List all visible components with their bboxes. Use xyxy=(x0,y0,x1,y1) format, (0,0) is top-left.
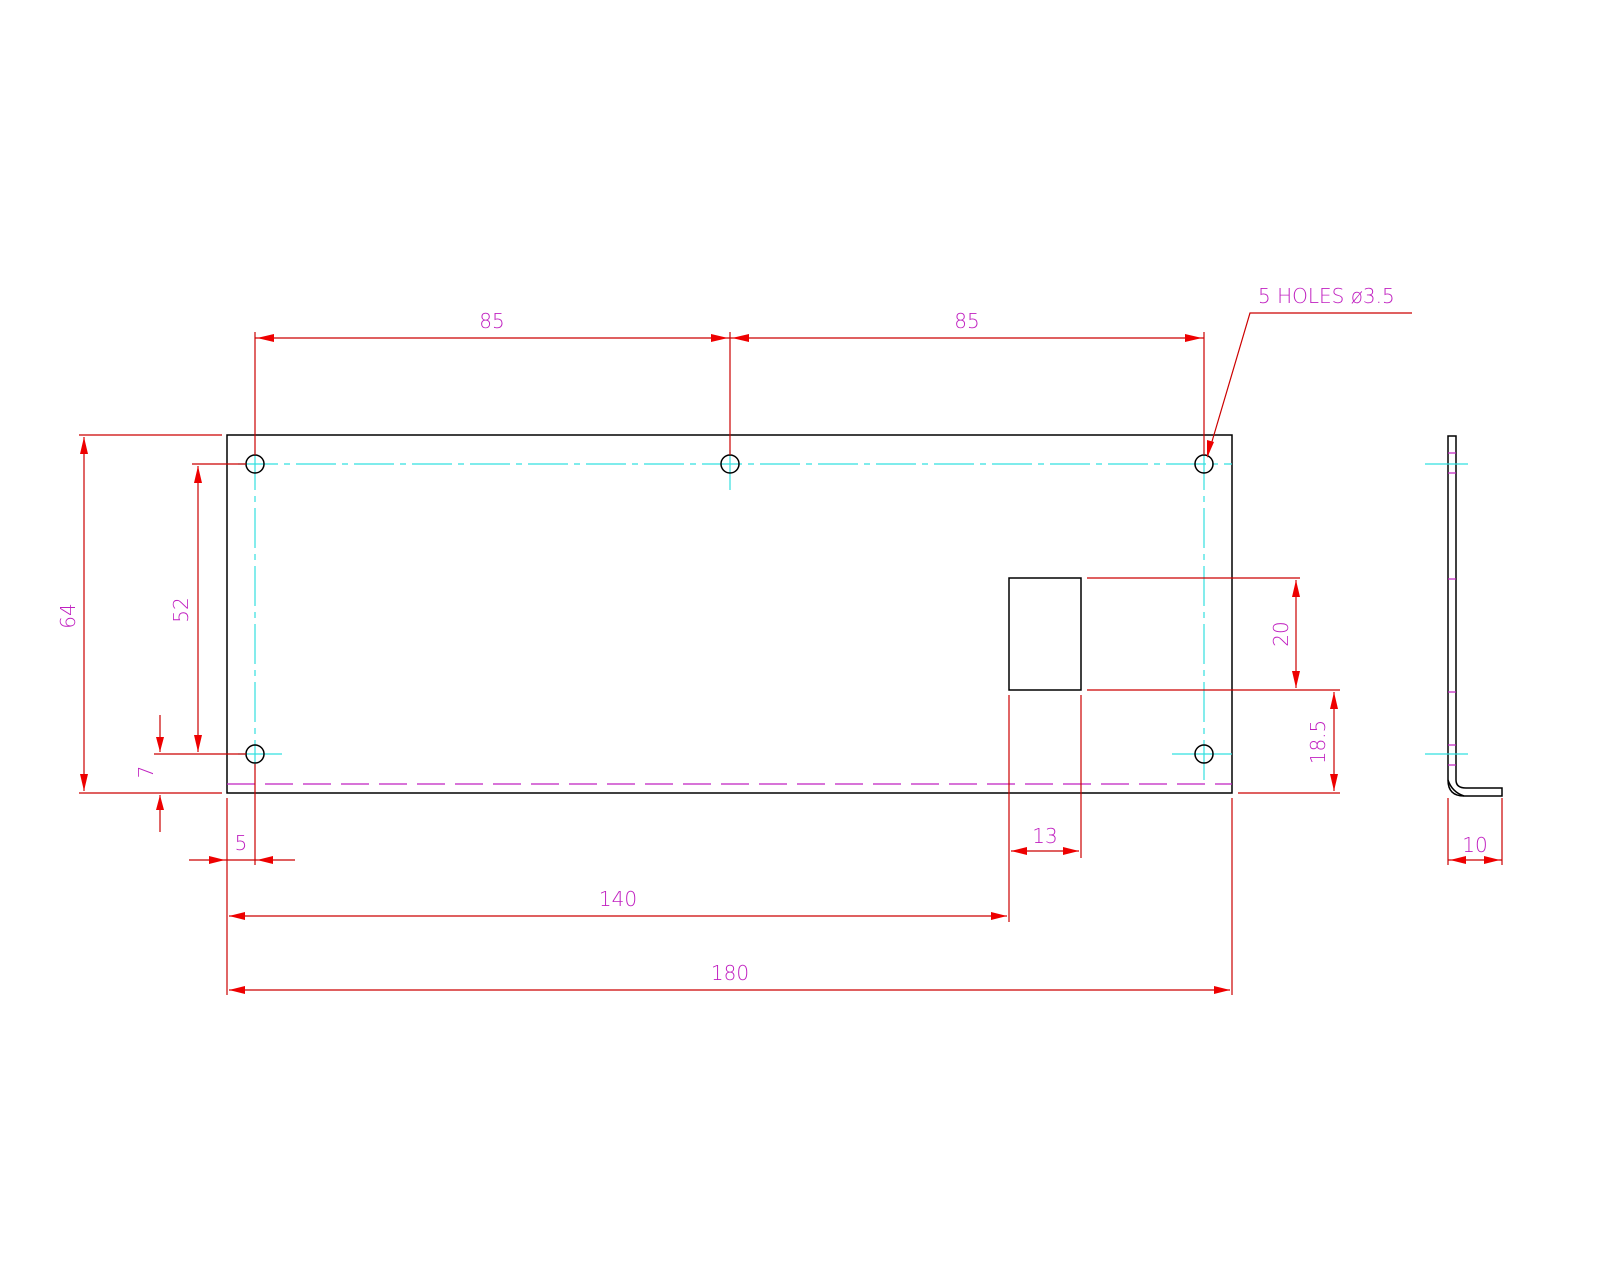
hole-bottom-right xyxy=(1194,744,1214,764)
side-view: 10 xyxy=(1425,435,1503,865)
side-inner-bend xyxy=(1447,779,1465,797)
note-leader xyxy=(1207,312,1412,456)
arrow xyxy=(229,912,245,920)
arrow xyxy=(257,856,273,864)
dim-cutout-left-position: 140 xyxy=(599,887,637,911)
dim-hole-bottom-offset: 7 xyxy=(134,766,158,779)
arrow xyxy=(732,334,749,342)
dim-flange-depth: 10 xyxy=(1462,833,1487,857)
arrow xyxy=(1214,986,1230,994)
arrow xyxy=(257,334,274,342)
arrow xyxy=(80,774,88,791)
dim-cutout-width: 13 xyxy=(1032,824,1057,848)
dim-cutout-height: 20 xyxy=(1269,621,1293,646)
arrow xyxy=(1185,334,1202,342)
arrow xyxy=(1330,692,1338,709)
dim-hole-vertical-spacing: 52 xyxy=(169,597,193,622)
arrow xyxy=(156,795,164,810)
arrow xyxy=(229,986,245,994)
arrow xyxy=(1330,774,1338,791)
rectangular-cutout xyxy=(1008,577,1082,691)
holes-note: 5 HOLES ø3.5 xyxy=(1258,284,1395,308)
dim-hole-pitch-right: 85 xyxy=(954,309,979,333)
dim-overall-height: 64 xyxy=(56,603,80,628)
dim-cutout-bottom-offset: 18.5 xyxy=(1306,720,1330,765)
dim-hole-left-offset: 5 xyxy=(235,831,248,855)
arrow xyxy=(1484,856,1500,864)
side-profile xyxy=(1447,435,1503,797)
arrow xyxy=(80,437,88,454)
arrow xyxy=(156,737,164,752)
arrow xyxy=(1450,856,1466,864)
arrow xyxy=(1207,440,1214,458)
arrow xyxy=(711,334,728,342)
arrow xyxy=(1292,580,1300,597)
arrow xyxy=(194,735,202,752)
arrow xyxy=(1011,847,1027,855)
dimensions: 85 85 5 HOLES ø3.5 64 52 7 5 xyxy=(56,284,1412,995)
arrow xyxy=(209,856,225,864)
arrow xyxy=(194,466,202,483)
arrow xyxy=(991,912,1007,920)
dim-overall-width: 180 xyxy=(711,961,749,985)
arrow xyxy=(1063,847,1079,855)
dim-hole-pitch-left: 85 xyxy=(479,309,504,333)
arrow xyxy=(1292,671,1300,688)
